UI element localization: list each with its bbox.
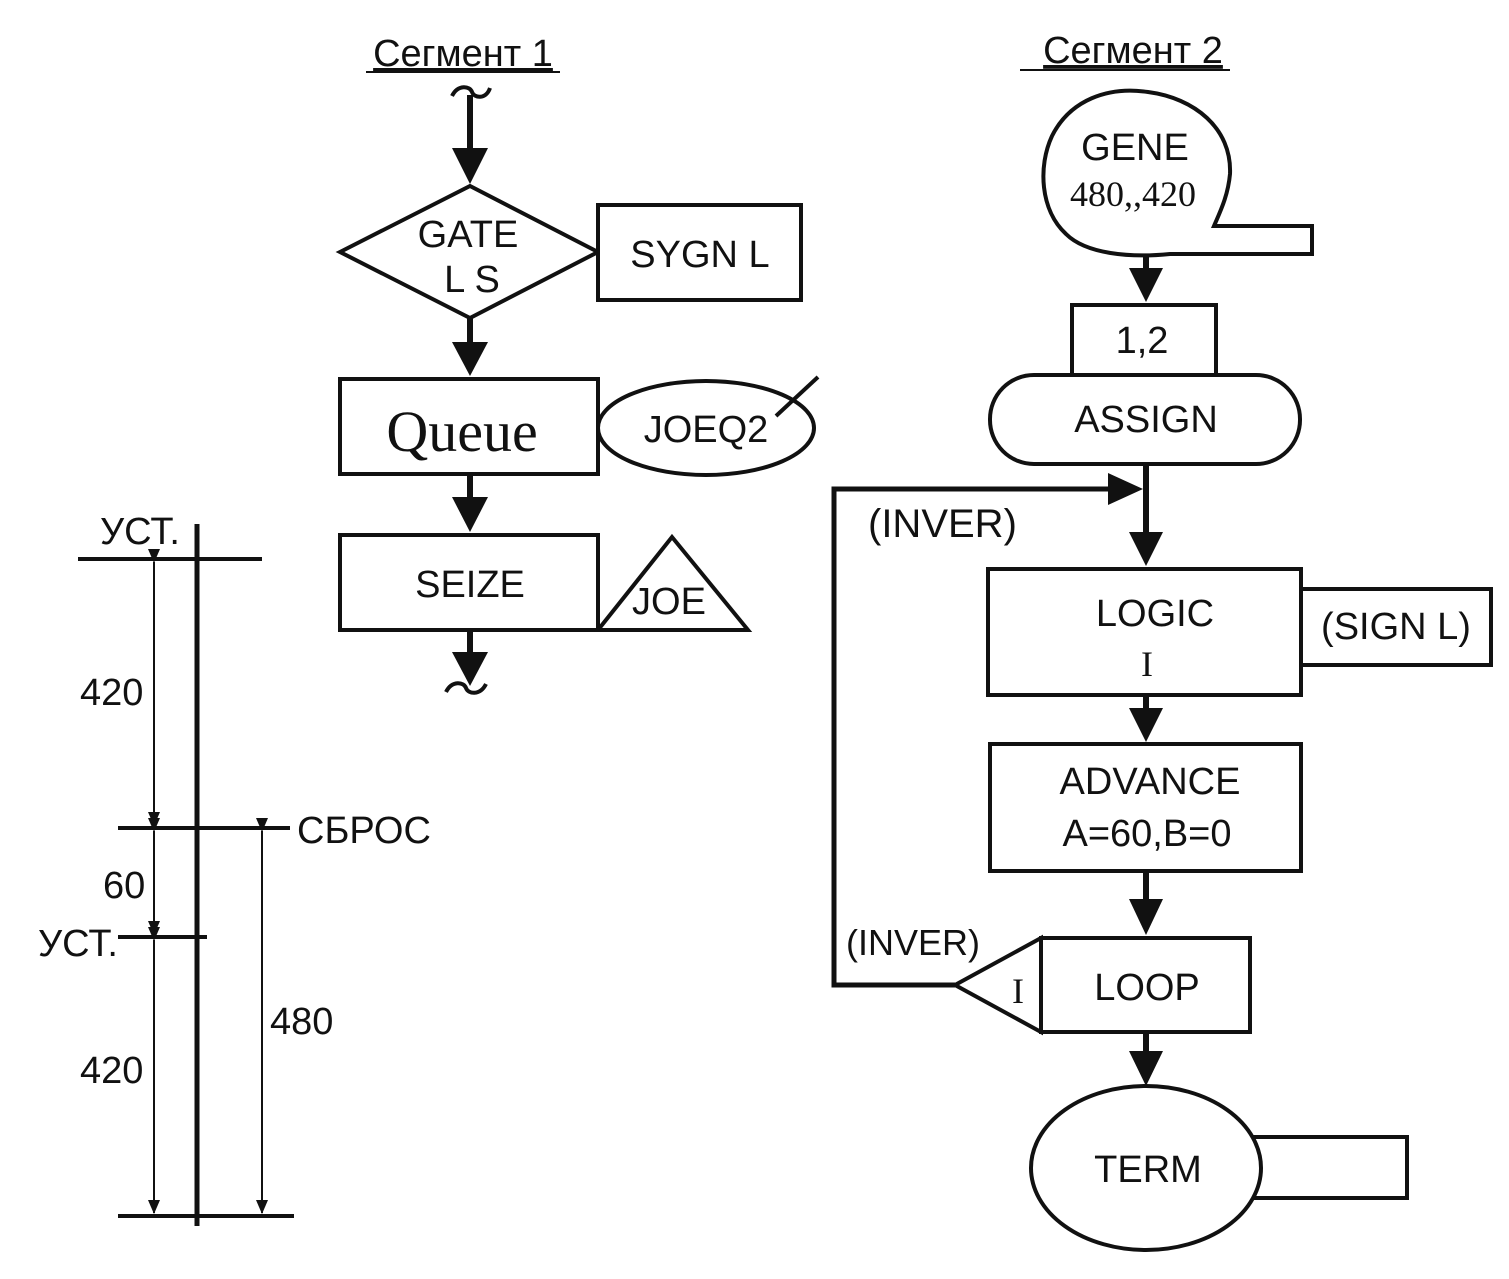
label-set-mid: УСТ.: [38, 923, 118, 965]
label-420-top: 420: [80, 672, 143, 714]
label-set-top: УСТ.: [100, 511, 180, 553]
arrow-exit: [452, 630, 488, 686]
segment-1-title: Сегмент 1: [373, 33, 553, 75]
arrow-to-assign: [1129, 254, 1163, 302]
arrow-to-terminate: [1129, 1032, 1163, 1086]
sygn-box: [596, 203, 803, 302]
arrow-to-logic: [1129, 464, 1163, 566]
terminate-label: TERM: [1094, 1149, 1202, 1191]
logic-operand: I: [1141, 644, 1153, 684]
segment-2-title: Сегмент 2: [1043, 30, 1223, 72]
joe-triangle: [593, 533, 753, 632]
label-420-bottom: 420: [80, 1050, 143, 1092]
terminate-block: [1029, 1084, 1263, 1252]
arrow-to-queue: [452, 318, 488, 376]
entry-break-mark: [450, 85, 492, 99]
sygn-label: SYGN L: [630, 234, 769, 276]
generate-block: [1041, 88, 1314, 258]
advance-operands: A=60,B=0: [1062, 813, 1231, 855]
logic-label: LOGIC: [1096, 593, 1214, 635]
queue-label: Queue: [386, 399, 537, 464]
gate-label: GATE: [418, 214, 519, 256]
assign-label: ASSIGN: [1074, 399, 1218, 441]
logic-block: [986, 567, 1303, 697]
seize-label: SEIZE: [415, 564, 525, 606]
inver-top-label: (INVER): [868, 502, 1017, 546]
assign-params-label: 1,2: [1116, 320, 1169, 362]
advance-block: [988, 742, 1303, 873]
label-60: 60: [103, 865, 145, 907]
loop-back-connector: [831, 473, 1143, 988]
exit-break-mark: [444, 681, 488, 695]
segment-2: Сегмент 2 GENE 480,,420 1,2 ASSIGN (INVE…: [831, 30, 1493, 1252]
joe-label: JOE: [632, 581, 706, 623]
sign-label: (SIGN L): [1321, 606, 1471, 648]
arrow-to-gate: [452, 95, 488, 184]
label-reset: СБРОС: [297, 810, 431, 852]
loop-parameter: I: [1012, 971, 1024, 1011]
gate-operand: L S: [444, 259, 500, 301]
advance-label: ADVANCE: [1060, 761, 1241, 803]
arrow-to-loop: [1129, 871, 1163, 935]
loop-label: LOOP: [1094, 967, 1200, 1009]
seize-block: [338, 533, 600, 632]
arrow-to-advance: [1129, 695, 1163, 742]
inver-bottom-label: (INVER): [846, 922, 980, 963]
loop-triangle: [950, 934, 1043, 1036]
assign-params-box: [1070, 303, 1218, 377]
generate-operands: 480,,420: [1070, 174, 1196, 214]
label-480: 480: [270, 1001, 333, 1043]
timeline: УСТ. СБРОС УСТ. 420 60 420 480: [38, 511, 431, 1226]
sign-box: [1299, 587, 1493, 667]
segment-1: Сегмент 1 GATE L S SYGN L Queue JOEQ2: [335, 33, 820, 695]
generate-label: GENE: [1081, 127, 1189, 169]
joeq2-label: JOEQ2: [644, 409, 769, 451]
joeq2-ellipse: [596, 379, 816, 477]
arrow-to-seize: [452, 474, 488, 532]
joeq2-slash-mark: [774, 375, 820, 418]
